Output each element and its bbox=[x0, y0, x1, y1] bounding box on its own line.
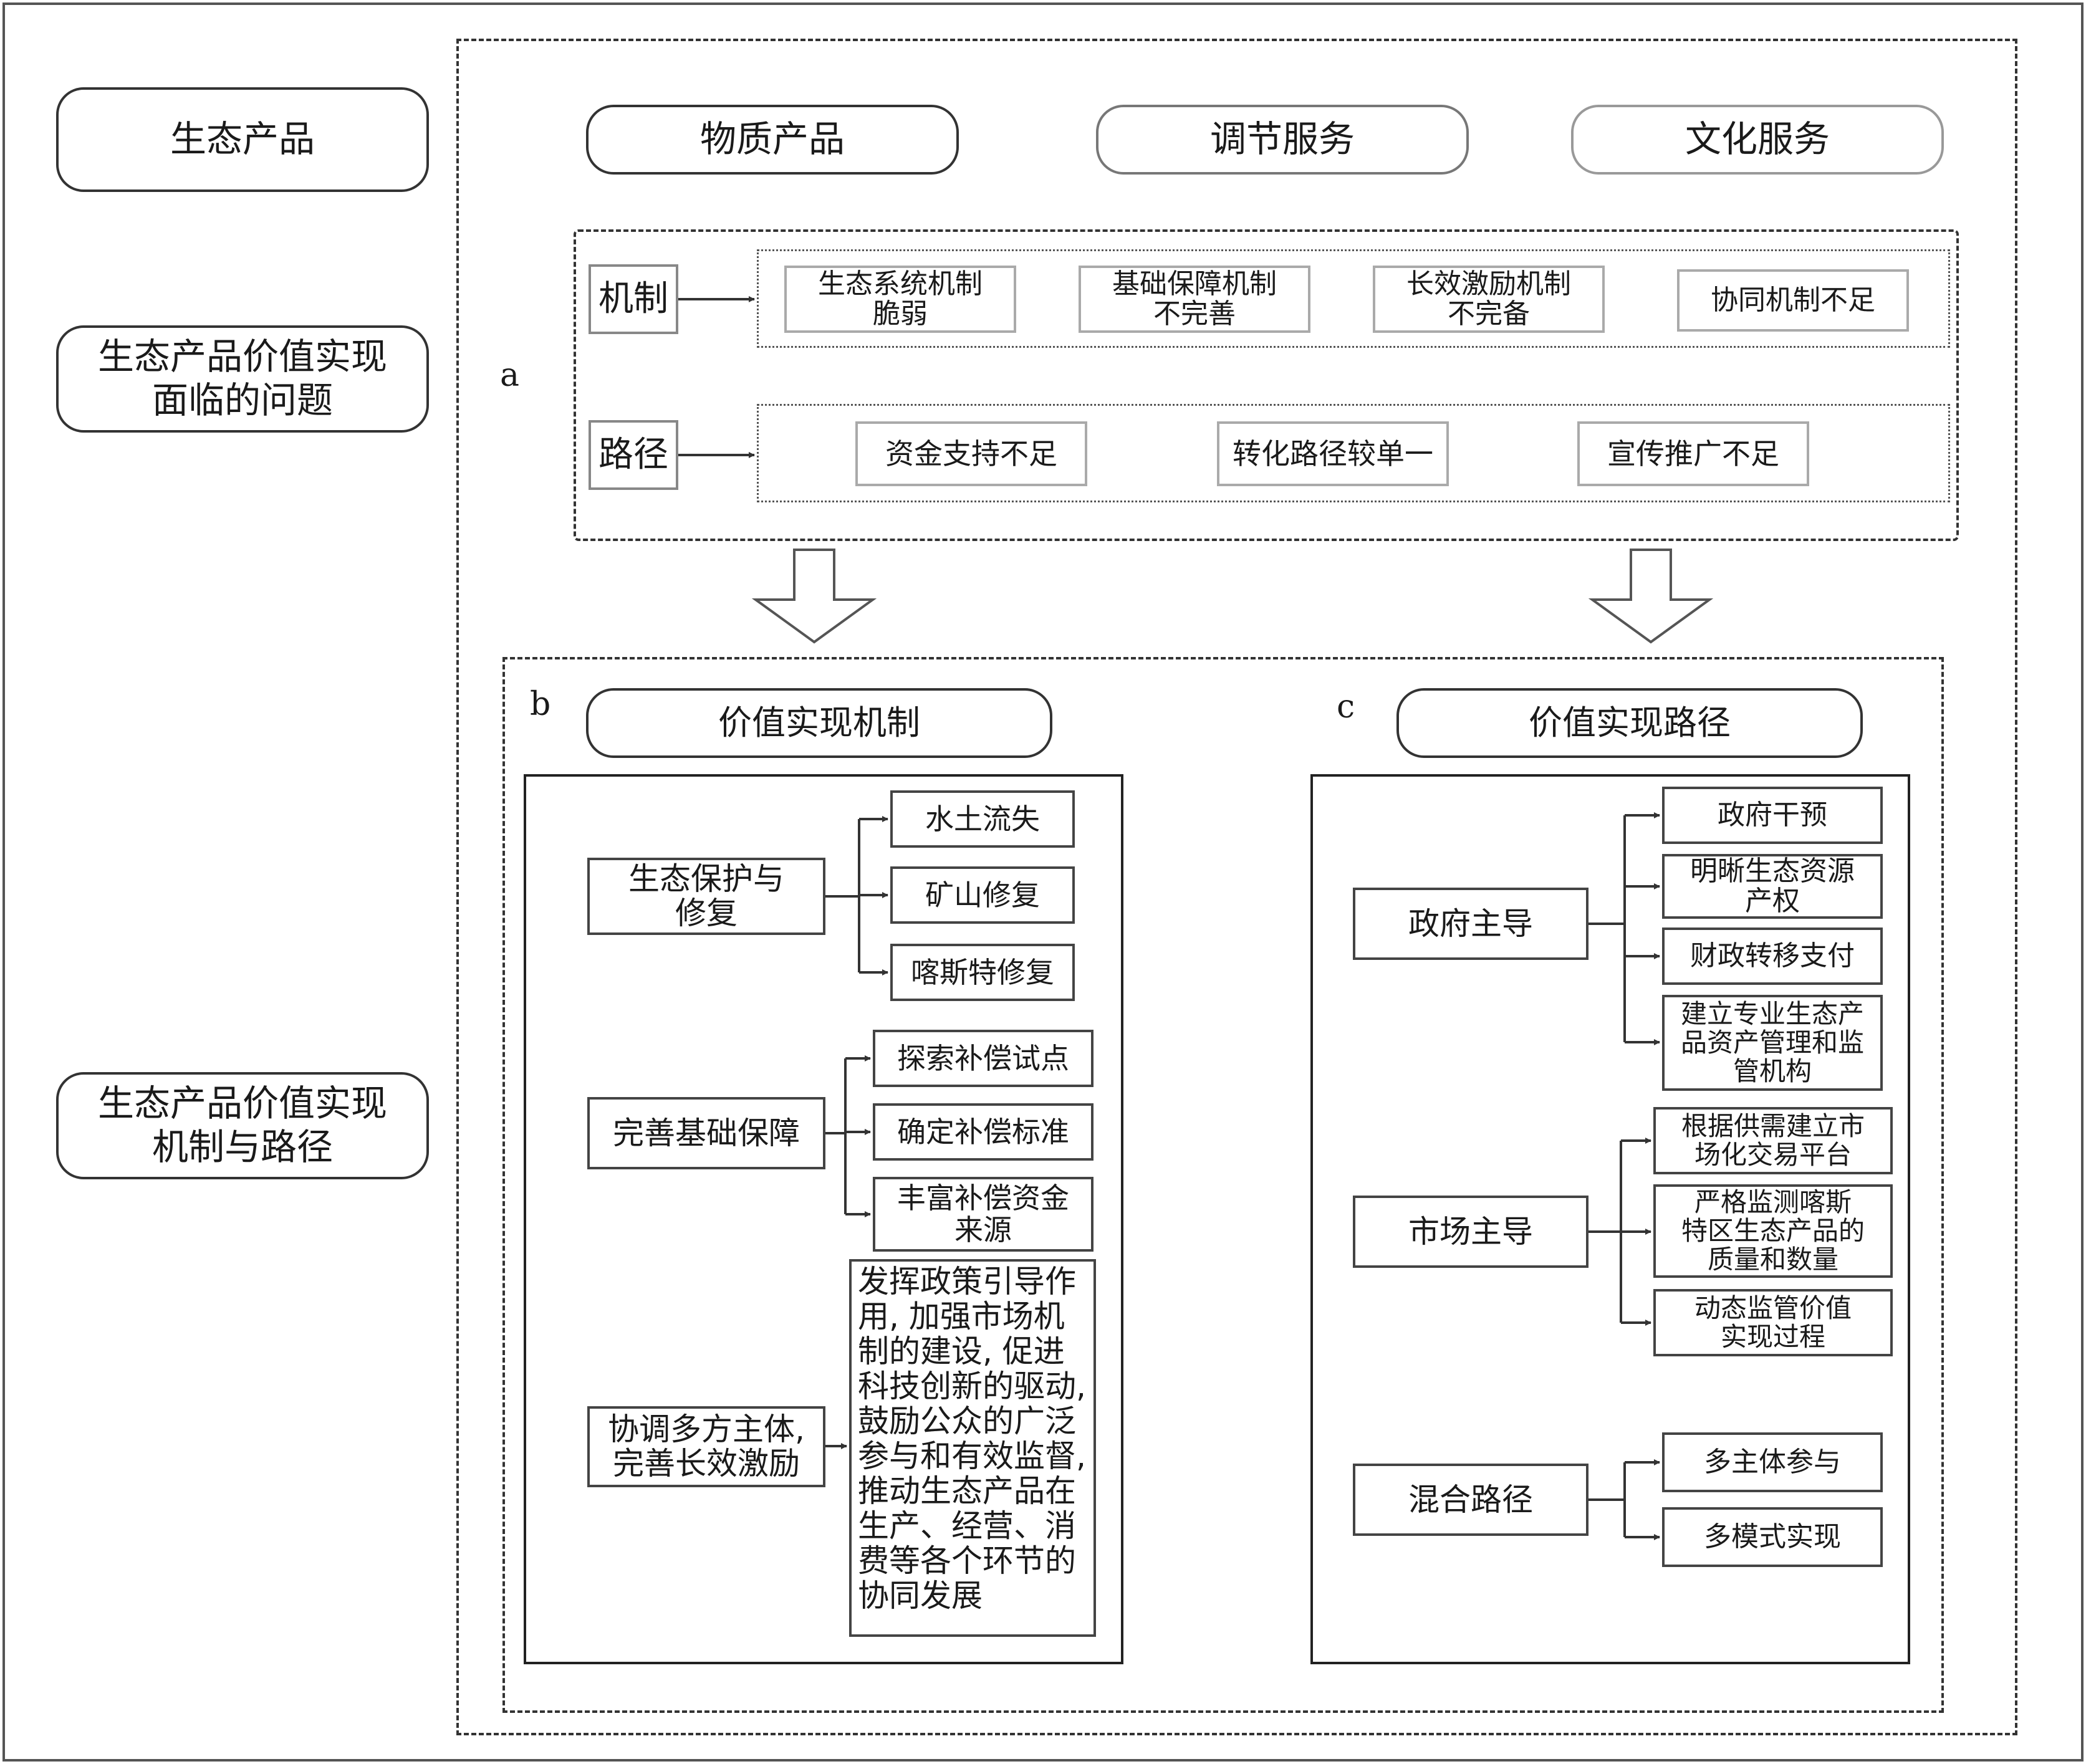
b-group-basic-guarantee: 完善基础保障 bbox=[587, 1097, 825, 1169]
c-group-hybrid: 混合路径 bbox=[1353, 1464, 1589, 1536]
path-row-frame bbox=[757, 404, 1950, 502]
b-item-funding-source: 丰富补偿资金 来源 bbox=[873, 1177, 1093, 1252]
section-b-title: 价值实现机制 bbox=[586, 688, 1052, 758]
b-item-pilot: 探索补偿试点 bbox=[873, 1030, 1093, 1087]
c-item-fiscal-transfer: 财政转移支付 bbox=[1662, 928, 1883, 985]
mechanism-item-coordination: 协同机制不足 bbox=[1677, 269, 1909, 332]
left-label-problems: 生态产品价值实现 面临的问题 bbox=[56, 325, 429, 433]
down-arrow-right bbox=[1588, 549, 1714, 644]
main-dashed-frame bbox=[456, 39, 2017, 1735]
b-group-eco-protection: 生态保护与 修复 bbox=[587, 858, 825, 935]
b-item-standard: 确定补偿标准 bbox=[873, 1103, 1093, 1161]
c-item-multi-mode: 多模式实现 bbox=[1662, 1507, 1883, 1567]
path-item-single-route: 转化路径较单一 bbox=[1217, 421, 1449, 486]
mechanism-label: 机制 bbox=[589, 264, 678, 334]
section-bc-frame bbox=[502, 657, 1944, 1713]
section-b-panel bbox=[524, 774, 1123, 1664]
section-b-letter: b bbox=[530, 686, 551, 723]
section-c-letter: c bbox=[1337, 688, 1355, 726]
mechanism-item-basic-guarantee: 基础保障机制 不完善 bbox=[1079, 266, 1310, 333]
b-item-karst-restoration: 喀斯特修复 bbox=[890, 944, 1075, 1001]
c-item-trading-platform: 根据供需建立市 场化交易平台 bbox=[1653, 1107, 1893, 1174]
c-item-intervention: 政府干预 bbox=[1662, 787, 1883, 844]
down-arrow-left bbox=[751, 549, 877, 644]
section-c-title: 价值实现路径 bbox=[1396, 688, 1863, 758]
left-label-eco-product: 生态产品 bbox=[56, 87, 429, 192]
category-material-products: 物质产品 bbox=[586, 105, 959, 175]
path-item-promotion: 宣传推广不足 bbox=[1577, 421, 1809, 486]
b-group-coordination: 协调多方主体, 完善长效激励 bbox=[587, 1406, 825, 1487]
mechanism-row-frame bbox=[757, 249, 1950, 348]
section-a-frame bbox=[574, 229, 1959, 541]
c-item-multi-actor: 多主体参与 bbox=[1662, 1432, 1883, 1492]
c-group-market: 市场主导 bbox=[1353, 1196, 1589, 1268]
b-item-soil-erosion: 水土流失 bbox=[890, 790, 1075, 848]
c-item-monitoring: 严格监测喀斯 特区生态产品的 质量和数量 bbox=[1653, 1184, 1893, 1278]
path-label: 路径 bbox=[589, 420, 678, 490]
path-item-funding: 资金支持不足 bbox=[855, 421, 1087, 486]
section-a-letter: a bbox=[500, 357, 520, 394]
c-item-dynamic-supervision: 动态监管价值 实现过程 bbox=[1653, 1289, 1893, 1356]
c-group-government: 政府主导 bbox=[1353, 888, 1589, 960]
left-label-mechanism-path: 生态产品价值实现 机制与路径 bbox=[56, 1072, 429, 1179]
mechanism-item-incentive: 长效激励机制 不完备 bbox=[1373, 266, 1605, 333]
b-coordination-text: 发挥政策引导作 用, 加强市场机 制的建设, 促进 科技创新的驱动, 鼓励公众的… bbox=[849, 1259, 1096, 1637]
c-item-management-agency: 建立专业生态产 品资产管理和监 管机构 bbox=[1662, 995, 1883, 1091]
section-c-panel bbox=[1310, 774, 1910, 1664]
b-item-mine-restoration: 矿山修复 bbox=[890, 866, 1075, 924]
category-cultural-services: 文化服务 bbox=[1571, 105, 1944, 175]
category-regulating-services: 调节服务 bbox=[1096, 105, 1469, 175]
c-item-property-rights: 明晰生态资源 产权 bbox=[1662, 854, 1883, 919]
mechanism-item-fragile: 生态系统机制 脆弱 bbox=[784, 266, 1016, 333]
